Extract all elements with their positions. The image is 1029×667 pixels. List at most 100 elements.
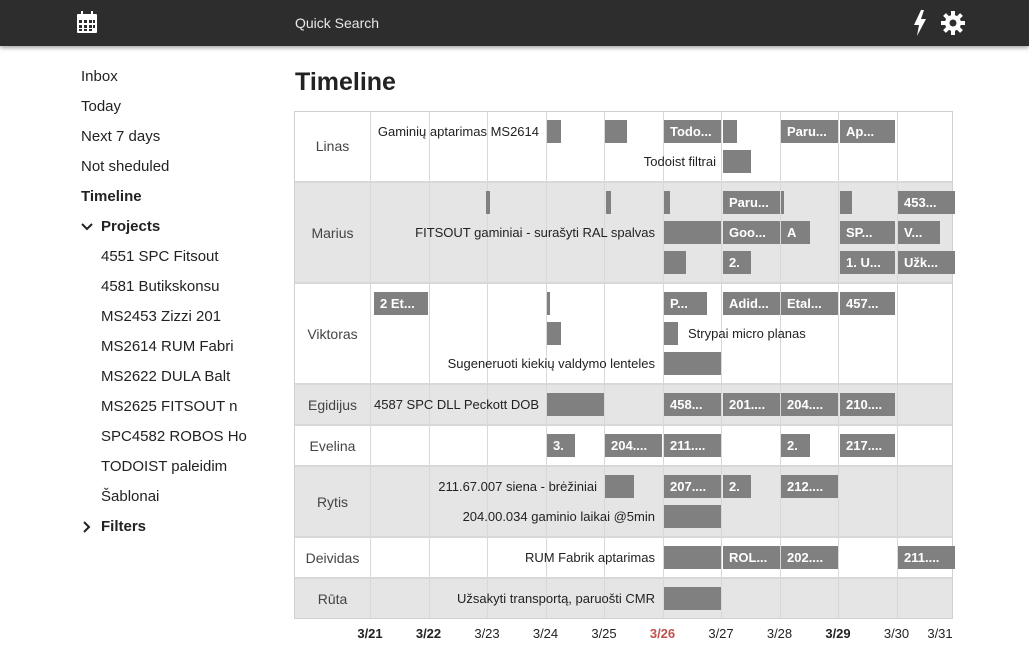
gear-icon[interactable]	[941, 11, 965, 35]
date-tick-label: 3/22	[415, 626, 442, 641]
task-bar[interactable]: ROL...	[723, 546, 780, 569]
task-bar[interactable]	[547, 120, 561, 143]
date-tick-label: 3/21	[357, 626, 383, 641]
task-label[interactable]: Todoist filtrai	[643, 154, 716, 169]
task-bar[interactable]	[547, 322, 561, 345]
day-gridline	[721, 112, 722, 618]
task-bar[interactable]: Ap...	[840, 120, 895, 143]
top-bar: Quick Search	[0, 0, 1029, 46]
nav-timeline[interactable]: Timeline	[81, 188, 142, 205]
task-bar[interactable]	[723, 120, 737, 143]
task-label[interactable]: 4587 SPC DLL Peckott DOB	[374, 397, 539, 412]
project-item[interactable]: 4581 Butikskonsu	[101, 278, 220, 295]
task-bar[interactable]: V...	[898, 221, 940, 244]
project-item[interactable]: 4551 SPC Fitsout	[101, 248, 219, 265]
task-bar[interactable]	[664, 191, 670, 214]
task-label[interactable]: Gaminių aptarimas MS2614	[377, 124, 539, 139]
task-bar[interactable]: 2.	[781, 434, 810, 457]
task-label[interactable]: Sugeneruoti kiekių valdymo lenteles	[447, 356, 655, 371]
task-bar[interactable]: 2.	[723, 475, 751, 498]
task-bar[interactable]	[840, 191, 852, 214]
task-bar[interactable]: 207....	[664, 475, 721, 498]
task-bar[interactable]	[606, 191, 611, 214]
task-bar[interactable]	[664, 251, 686, 274]
task-bar[interactable]: 3.	[547, 434, 575, 457]
task-label[interactable]: RUM Fabrik aptarimas	[524, 550, 655, 565]
task-bar[interactable]: Paru...	[781, 120, 838, 143]
projects-label: Projects	[101, 218, 161, 235]
task-bar[interactable]	[664, 587, 721, 610]
nav-not-scheduled[interactable]: Not sheduled	[81, 158, 170, 175]
project-item[interactable]: SPC4582 ROBOS Ho	[101, 428, 247, 445]
task-bar[interactable]: 212....	[781, 475, 838, 498]
task-bar[interactable]: 202....	[781, 546, 838, 569]
task-bar[interactable]: 1. U...	[840, 251, 895, 274]
date-tick-label: 3/27	[708, 626, 734, 641]
task-bar[interactable]: 201....	[723, 393, 780, 416]
task-bar[interactable]: P...	[664, 292, 707, 315]
task-bar[interactable]: SP...	[840, 221, 895, 244]
nav-inbox[interactable]: Inbox	[81, 68, 118, 85]
project-item[interactable]: TODOIST paleidim	[101, 458, 228, 475]
task-bar[interactable]: 204....	[605, 434, 662, 457]
day-gridline	[370, 112, 371, 618]
task-bar[interactable]	[723, 150, 751, 173]
project-item[interactable]: Šablonai	[101, 488, 160, 505]
day-gridline	[604, 112, 605, 618]
task-bar[interactable]: Adid...	[723, 292, 780, 315]
filters-label: Filters	[101, 518, 147, 535]
task-bar[interactable]: 217....	[840, 434, 895, 457]
task-bar[interactable]	[605, 475, 634, 498]
nav-today[interactable]: Today	[81, 98, 122, 115]
task-bar[interactable]	[547, 292, 550, 315]
task-bar[interactable]: Paru...	[723, 191, 780, 214]
quick-search-input[interactable]: Quick Search	[295, 15, 380, 31]
projects-toggle[interactable]: Projects	[81, 212, 271, 242]
project-item[interactable]: MS2622 DULA Balt	[101, 368, 231, 385]
task-bar[interactable]: Goo...	[723, 221, 780, 244]
calendar-icon[interactable]	[76, 10, 98, 34]
task-label[interactable]: Strypai micro planas	[688, 326, 806, 341]
task-bar[interactable]	[664, 546, 721, 569]
project-item[interactable]: MS2453 Zizzi 201	[101, 308, 222, 325]
date-tick-label: 3/23	[474, 626, 500, 641]
task-bar[interactable]: 458...	[664, 393, 721, 416]
task-bar[interactable]: Užk...	[898, 251, 955, 274]
task-bar[interactable]: 211....	[898, 546, 955, 569]
task-bar[interactable]	[781, 191, 784, 214]
task-bar[interactable]: A	[781, 221, 810, 244]
date-tick-label: 3/24	[532, 626, 559, 641]
filters-toggle[interactable]: Filters	[81, 512, 271, 542]
task-bar[interactable]	[547, 393, 604, 416]
task-label[interactable]: Užsakyti transportą, paruošti CMR	[457, 591, 655, 606]
task-label[interactable]: 211.67.007 siena - brėžiniai	[438, 479, 597, 494]
task-bar[interactable]: Etal...	[781, 292, 838, 315]
task-bar[interactable]	[664, 352, 721, 375]
task-bar[interactable]: Todo...	[664, 120, 721, 143]
task-bar[interactable]	[664, 221, 721, 244]
project-item[interactable]: MS2625 FITSOUT n	[101, 398, 238, 415]
task-bar[interactable]: 204....	[781, 393, 838, 416]
task-bar[interactable]: 457...	[840, 292, 895, 315]
task-label[interactable]: FITSOUT gaminiai - surašyti RAL spalvas	[415, 225, 655, 240]
task-bar[interactable]: 210....	[840, 393, 895, 416]
task-bar[interactable]	[664, 505, 721, 528]
task-bar[interactable]	[664, 322, 678, 345]
project-item[interactable]: MS2614 RUM Fabri	[101, 338, 234, 355]
chevron-right-icon	[83, 521, 91, 533]
task-bar[interactable]: 2.	[723, 251, 751, 274]
task-bar[interactable]: 2 Et...	[374, 292, 428, 315]
timeline-row-linas: Linas Gaminių aptarimas MS2614 Todoist f…	[295, 112, 952, 183]
task-bar[interactable]	[486, 191, 490, 214]
timeline-row-egidijus: Egidijus 4587 SPC DLL Peckott DOB 458...…	[295, 385, 952, 426]
date-tick-label: 3/30	[883, 626, 910, 641]
task-bar[interactable]	[605, 120, 627, 143]
task-bar[interactable]: 453...	[898, 191, 955, 214]
task-label[interactable]: 204.00.034 gaminio laikai @5min	[462, 509, 655, 524]
task-bar[interactable]: 211....	[664, 434, 721, 457]
day-gridline	[487, 112, 488, 618]
timeline-row-evelina: Evelina 3. 204.... 211.... 2. 217....	[295, 426, 952, 467]
lightning-icon[interactable]	[912, 10, 928, 36]
nav-next-7-days[interactable]: Next 7 days	[81, 128, 161, 145]
